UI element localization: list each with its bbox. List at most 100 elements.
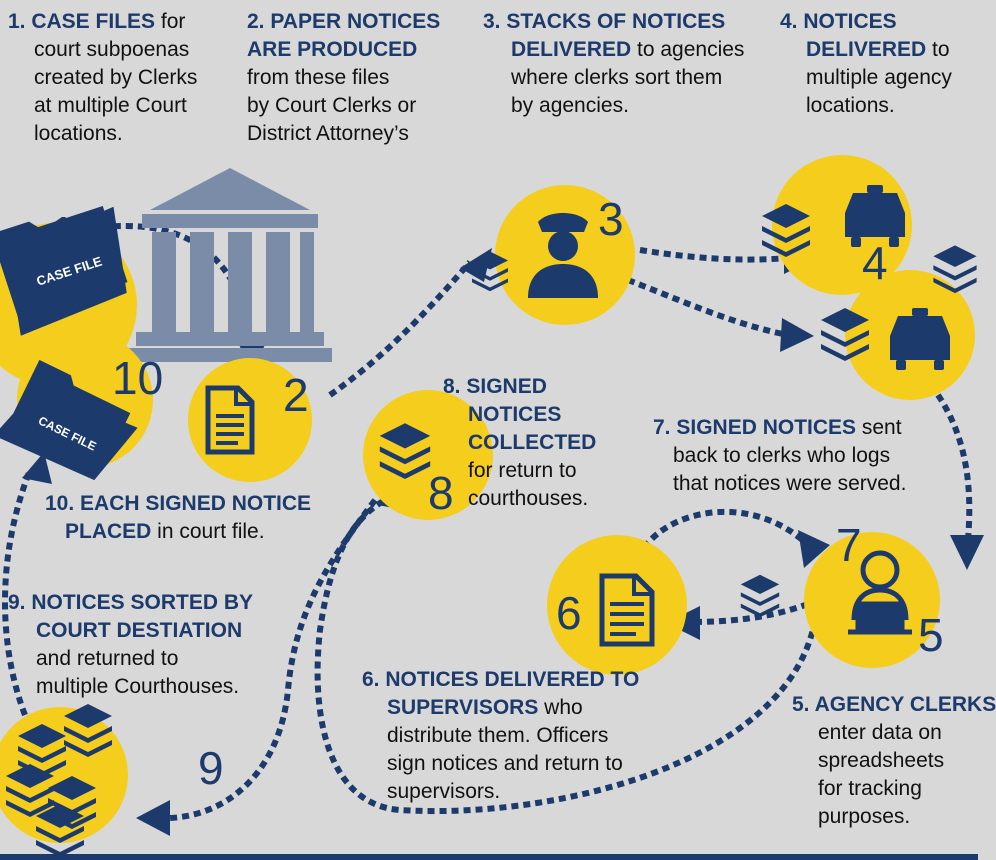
caption-text: and returned to xyxy=(36,647,179,670)
bottom-bar xyxy=(0,854,978,860)
step-8-circle xyxy=(363,390,493,520)
caption-line: that notices were served. xyxy=(653,470,906,498)
caption-line: court subpoenas xyxy=(8,36,197,64)
arrowhead-to-10 xyxy=(22,452,52,484)
document-icon xyxy=(205,385,255,455)
caption-highlight: COURT DESTIATION xyxy=(36,619,243,642)
step-3-caption: 3. STACKS OF NOTICES DELIVERED to agencie… xyxy=(483,8,744,120)
caption-line: PLACED in court file. xyxy=(45,518,311,546)
caption-highlight: 9. NOTICES SORTED BY xyxy=(8,591,254,614)
caption-highlight: PLACED xyxy=(65,520,152,543)
caption-line: 5. AGENCY CLERKS xyxy=(792,691,996,719)
caption-line: for return to xyxy=(443,457,596,485)
caption-highlight: NOTICES xyxy=(468,403,562,426)
caption-highlight: 1. CASE FILES xyxy=(8,10,156,33)
caption-line: locations. xyxy=(780,92,952,120)
arrowhead-to-4b xyxy=(780,318,814,352)
caption-highlight: 3. STACKS OF NOTICES xyxy=(483,10,726,33)
caption-line: at multiple Court xyxy=(8,92,197,120)
step-9-caption: 9. NOTICES SORTED BY COURT DESTIATION and … xyxy=(8,589,253,701)
caption-text: by Court Clerks or xyxy=(247,94,417,117)
caption-highlight: 6. NOTICES DELIVERED TO xyxy=(362,668,640,691)
caption-line: 10. EACH SIGNED NOTICE xyxy=(45,490,311,518)
caption-line: back to clerks who logs xyxy=(653,442,906,470)
caption-line: 8. SIGNED xyxy=(443,373,596,401)
connector-6-7 xyxy=(635,508,811,560)
step-8-caption: 8. SIGNED NOTICES COLLECTED for return to co… xyxy=(443,373,596,513)
step-number-4: 4 xyxy=(862,237,888,289)
caption-text: court subpoenas xyxy=(34,38,190,61)
caption-highlight: 10. EACH SIGNED NOTICE xyxy=(45,492,312,515)
flow-connectors xyxy=(2,222,973,821)
caption-text: back to clerks who logs xyxy=(673,444,891,467)
arrowhead-to-9 xyxy=(136,800,170,836)
step-1-caption: 1. CASE FILES for court subpoenas created … xyxy=(8,8,197,148)
caption-highlight: SUPERVISORS xyxy=(387,696,539,719)
connector-4-5 xyxy=(935,393,973,541)
caption-text: spreadsheets xyxy=(818,749,945,772)
caption-highlight: 8. SIGNED xyxy=(443,375,547,398)
connector-3-4b xyxy=(626,277,789,338)
connector-8-9 xyxy=(169,498,378,821)
arrowhead-to-7 xyxy=(798,530,830,568)
clerk-laptop-icon xyxy=(848,550,912,635)
caption-text: that notices were served. xyxy=(673,472,907,495)
step-number-1: 1 xyxy=(50,207,76,259)
caption-line: enter data on xyxy=(792,719,996,747)
caption-line: NOTICES xyxy=(443,401,596,429)
caption-line: sign notices and return to xyxy=(362,750,639,778)
caption-text: for xyxy=(155,10,186,33)
caption-highlight: 4. NOTICES xyxy=(780,10,897,33)
caption-text: locations. xyxy=(34,122,123,145)
caption-line: District Attorney’s xyxy=(247,120,440,148)
caption-text: courthouses. xyxy=(468,487,589,510)
caption-line: COLLECTED xyxy=(443,429,596,457)
step-number-5: 5 xyxy=(918,609,944,661)
caption-text: distribute them. Officers xyxy=(387,724,609,747)
caption-text: where clerks sort them xyxy=(511,66,723,89)
caption-line: multiple agency xyxy=(780,64,952,92)
caption-text: for return to xyxy=(468,459,577,482)
step-number-2: 2 xyxy=(283,369,309,421)
caption-line: SUPERVISORS who xyxy=(362,694,639,722)
caption-line: locations. xyxy=(8,120,197,148)
caption-highlight: COLLECTED xyxy=(468,431,597,454)
caption-line: multiple Courthouses. xyxy=(8,673,253,701)
document-icon xyxy=(599,573,655,647)
courthouse-icon xyxy=(128,168,332,362)
caption-text: sent xyxy=(856,416,902,439)
caption-line: and returned to xyxy=(8,645,253,673)
caption-line: from these files xyxy=(247,64,440,92)
caption-text: sign notices and return to xyxy=(387,752,623,775)
caption-line: DELIVERED to agencies xyxy=(483,36,744,64)
caption-text: created by Clerks xyxy=(34,66,198,89)
caption-line: created by Clerks xyxy=(8,64,197,92)
caption-text: by agencies. xyxy=(511,94,629,117)
caption-line: where clerks sort them xyxy=(483,64,744,92)
caption-text: who xyxy=(538,696,583,719)
caption-text: enter data on xyxy=(818,721,942,744)
caption-line: for tracking xyxy=(792,775,996,803)
caption-text: for tracking xyxy=(818,777,922,800)
caption-line: 3. STACKS OF NOTICES xyxy=(483,8,744,36)
caption-highlight: DELIVERED xyxy=(511,38,632,61)
case-file-folder-icon: CASE FILE xyxy=(0,206,128,336)
caption-line: spreadsheets xyxy=(792,747,996,775)
caption-text: multiple Courthouses. xyxy=(36,675,240,698)
caption-line: by agencies. xyxy=(483,92,744,120)
caption-text: locations. xyxy=(806,94,895,117)
step-number-9: 9 xyxy=(198,742,224,794)
connector-5-8 xyxy=(314,497,818,815)
caption-highlight: DELIVERED xyxy=(806,38,927,61)
caption-text: from these files xyxy=(247,66,390,89)
step-number-7: 7 xyxy=(836,519,862,571)
step-number-8: 8 xyxy=(428,467,454,519)
step-number-6: 6 xyxy=(556,587,582,639)
caption-highlight: ARE PRODUCED xyxy=(247,38,418,61)
